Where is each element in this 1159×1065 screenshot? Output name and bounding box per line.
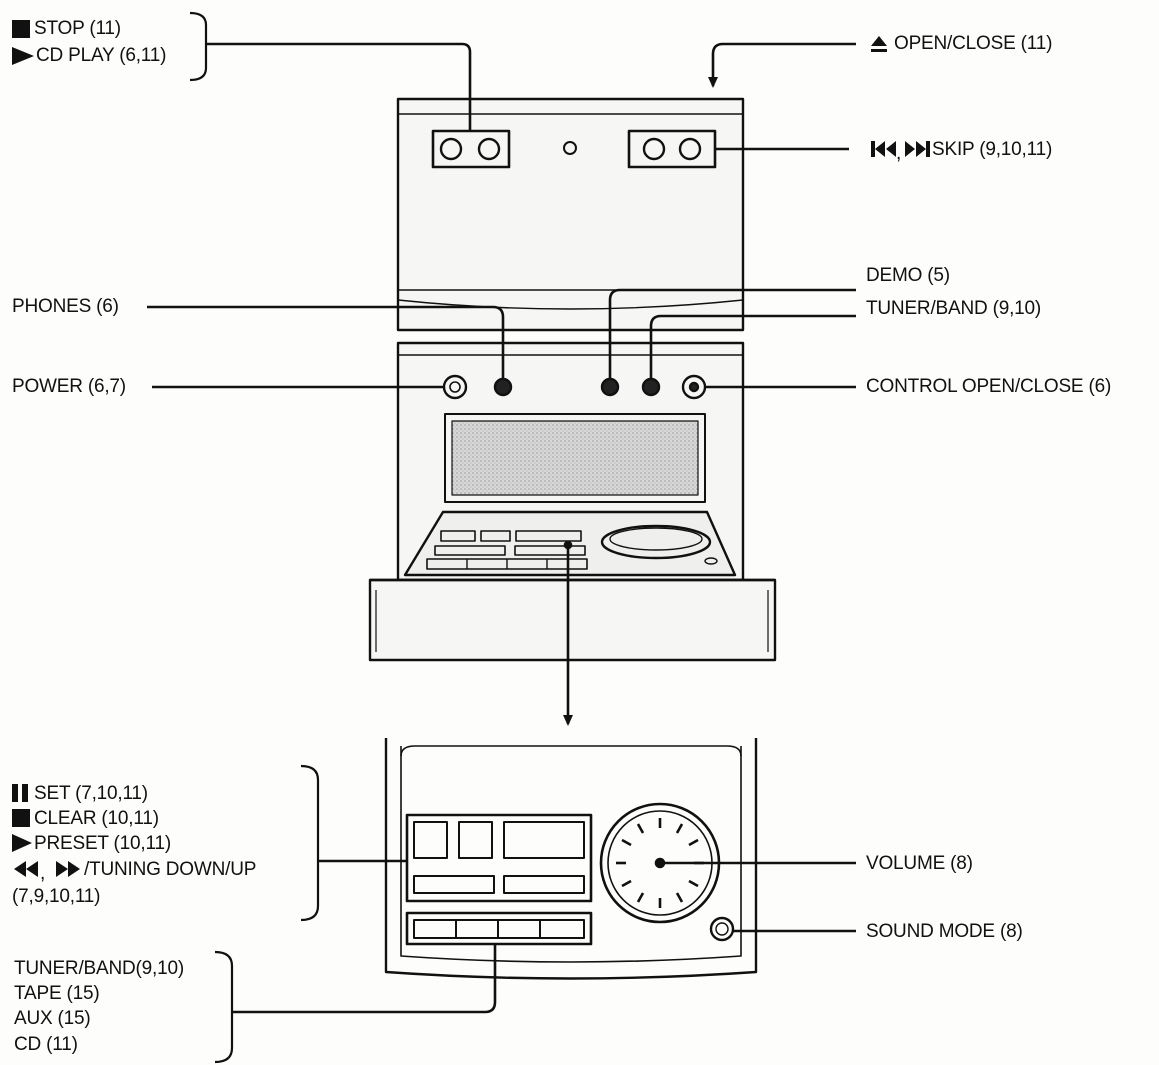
leader-closeup-dot — [563, 540, 573, 550]
clear-stop-icon — [12, 809, 30, 827]
leader-open-close — [708, 42, 856, 88]
label-glyphs — [12, 20, 930, 877]
preset-label: PRESET (10,11) — [34, 833, 171, 854]
leader-stop-play — [206, 42, 472, 131]
skip-forward-icon — [905, 141, 930, 157]
eject-icon — [871, 36, 887, 52]
cd-unit — [396, 97, 745, 332]
stop-square-icon — [12, 20, 30, 38]
stop-label: STOP (11) — [34, 18, 121, 39]
source-buttons-group[interactable] — [405, 911, 593, 946]
tape-label: TAPE (15) — [14, 983, 100, 1004]
rewind-icon — [14, 861, 38, 877]
sound-mode-button[interactable] — [709, 916, 735, 942]
bracket-stop-play — [189, 11, 208, 82]
aux-label: AUX (15) — [14, 1008, 91, 1029]
tuning-pages-label: (7,9,10,11) — [12, 886, 101, 907]
panel-closeup — [384, 738, 758, 980]
base-unit — [368, 578, 777, 662]
skip-comma: , — [896, 143, 901, 164]
cd-label: CD (11) — [14, 1034, 78, 1055]
demo-button[interactable] — [600, 377, 620, 397]
leader-phones — [147, 305, 505, 379]
leader-tuner-band — [649, 314, 856, 379]
tuning-comma: , — [40, 863, 45, 884]
pause-icon — [12, 784, 28, 802]
phones-label: PHONES (6) — [12, 296, 119, 317]
tuner-band-button[interactable] — [641, 377, 661, 397]
cd-indicator-led — [563, 141, 577, 155]
demo-label: DEMO (5) — [866, 265, 950, 286]
leader-volume-dot — [654, 857, 666, 869]
tuning-label: /TUNING DOWN/UP — [84, 859, 257, 880]
leader-lines — [147, 42, 856, 1014]
phones-jack[interactable] — [493, 377, 513, 397]
bracket-source — [214, 950, 234, 1064]
clear-label: CLEAR (10,11) — [34, 808, 159, 829]
fast-forward-icon — [56, 861, 80, 877]
tuner-band-bottom-label: TUNER/BAND(9,10) — [14, 958, 184, 979]
skip-label: SKIP (9,10,11) — [932, 139, 1053, 160]
open-close-label: OPEN/CLOSE (11) — [894, 33, 1053, 54]
power-label: POWER (6,7) — [12, 376, 126, 397]
control-open-close-label: CONTROL OPEN/CLOSE (6) — [866, 376, 1112, 397]
function-buttons-group[interactable] — [405, 813, 593, 903]
display-window — [444, 413, 706, 503]
leader-source — [232, 944, 497, 1014]
leader-demo — [608, 288, 856, 379]
preset-play-icon — [12, 834, 32, 852]
skip-back-icon — [871, 141, 896, 157]
tuner-band-top-label: TUNER/BAND (9,10) — [866, 298, 1042, 319]
sound-mode-label: SOUND MODE (8) — [866, 921, 1023, 942]
volume-label: VOLUME (8) — [866, 853, 973, 874]
cd-play-label: CD PLAY (6,11) — [36, 45, 167, 66]
play-triangle-icon — [12, 47, 34, 65]
bracket-panel-functions — [300, 764, 320, 922]
set-label: SET (7,10,11) — [34, 783, 148, 804]
